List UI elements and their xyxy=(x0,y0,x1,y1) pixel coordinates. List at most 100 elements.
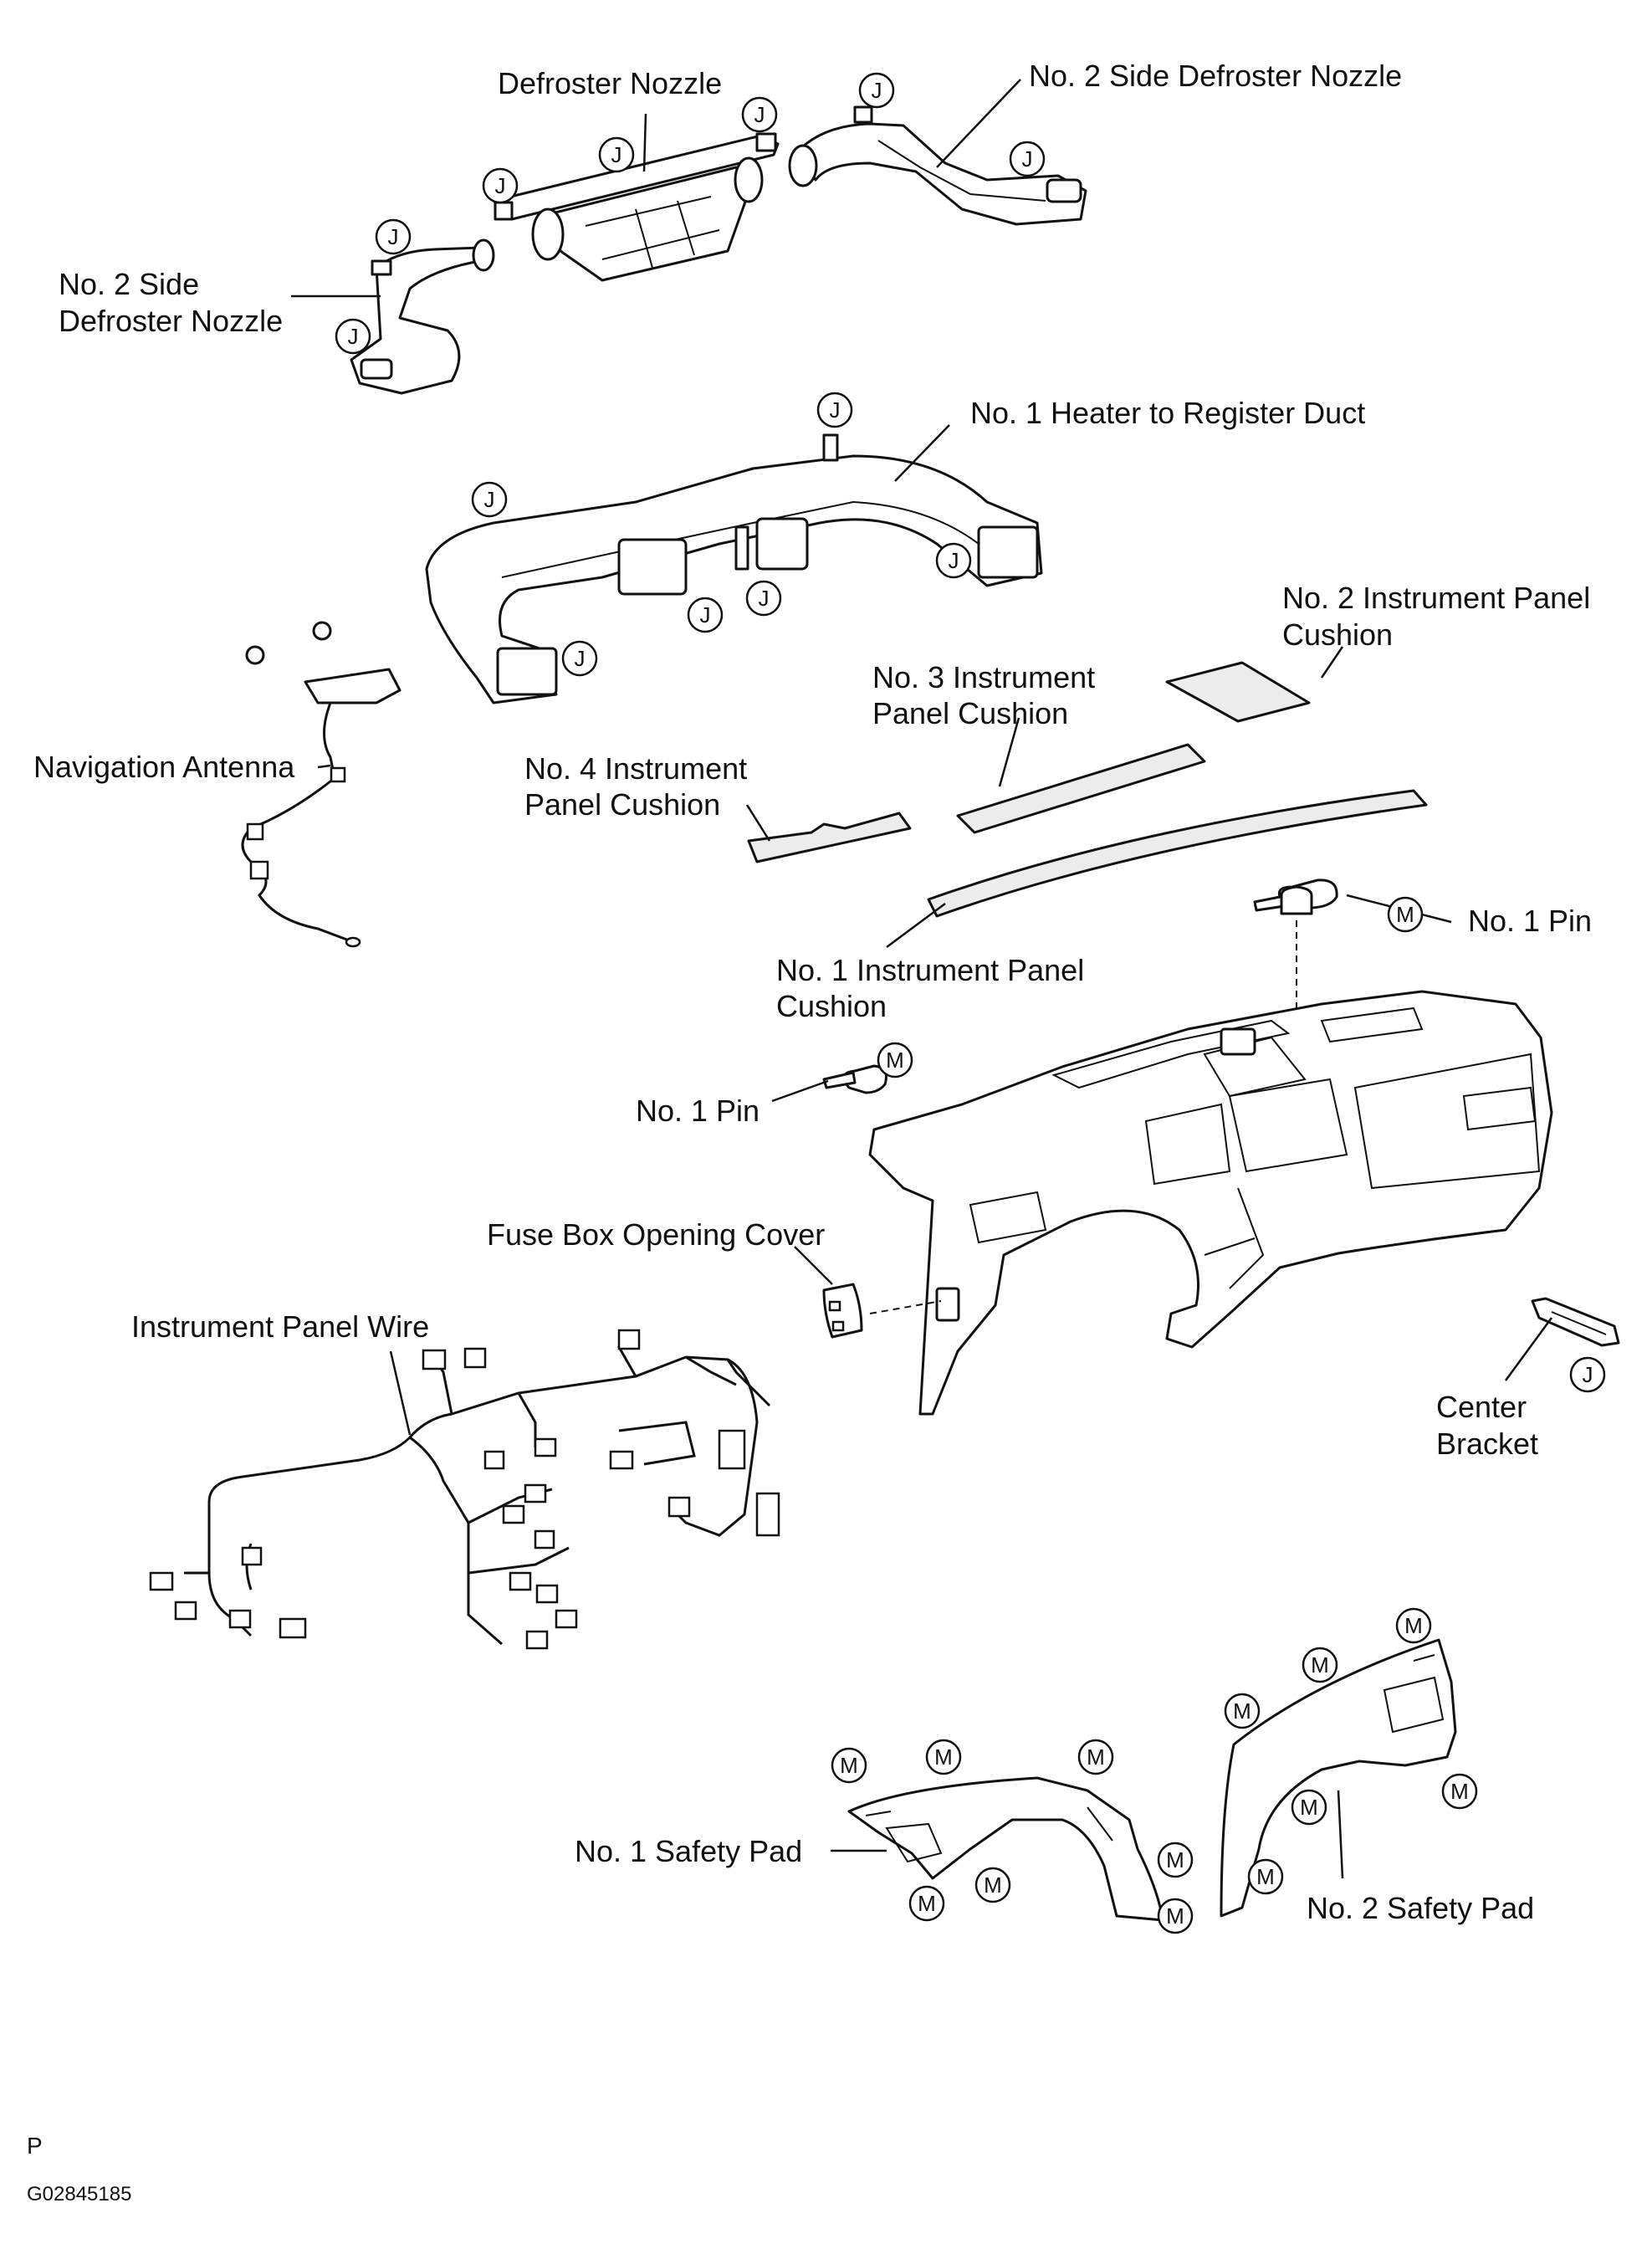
svg-text:J: J xyxy=(754,102,765,127)
no1-safety-pad-part xyxy=(847,1776,1164,1922)
label-center-bracket-line2: Bracket xyxy=(1436,1427,1538,1461)
no2-side-defroster-nozzle-right xyxy=(788,105,1087,226)
label-no2-instrument-panel-cushion-line1: No. 2 Instrument Panel xyxy=(1282,581,1590,615)
label-no3-instrument-panel-cushion-line1: No. 3 Instrument xyxy=(872,660,1095,694)
svg-text:J: J xyxy=(830,397,841,423)
svg-text:J: J xyxy=(484,487,495,512)
svg-text:M: M xyxy=(1087,1744,1105,1770)
label-center-bracket-line1: Center xyxy=(1436,1390,1527,1424)
marker-j: J xyxy=(741,96,778,133)
instrument-panel-wire-part xyxy=(149,1329,780,1650)
svg-text:J: J xyxy=(759,586,770,611)
no1-pin-left-part xyxy=(822,1064,887,1094)
marker-j: J xyxy=(471,481,508,518)
marker-j: J xyxy=(935,542,972,579)
marker-m: M xyxy=(1395,1607,1432,1644)
no2-side-defroster-nozzle-left xyxy=(350,238,495,395)
marker-m: M xyxy=(1077,1739,1114,1775)
label-no2-side-defroster-nozzle-left-line2: Defroster Nozzle xyxy=(59,304,283,338)
svg-text:M: M xyxy=(1166,1847,1184,1872)
label-navigation-antenna: Navigation Antenna xyxy=(33,750,295,784)
marker-j: J xyxy=(1009,141,1046,177)
label-no2-safety-pad: No. 2 Safety Pad xyxy=(1307,1891,1534,1925)
marker-m: M xyxy=(974,1867,1011,1903)
instrument-panel-part xyxy=(868,990,1553,1416)
marker-j: J xyxy=(687,597,724,633)
svg-text:M: M xyxy=(1311,1652,1329,1678)
svg-text:M: M xyxy=(886,1048,904,1073)
svg-text:J: J xyxy=(611,142,622,167)
no1-instrument-panel-cushion-part xyxy=(927,789,1428,918)
center-bracket-part xyxy=(1531,1297,1620,1347)
label-no2-instrument-panel-cushion-line2: Cushion xyxy=(1282,617,1393,652)
no1-heater-to-register-duct-part xyxy=(425,433,1043,704)
label-no4-instrument-panel-cushion-line1: No. 4 Instrument xyxy=(524,751,747,786)
marker-m: M xyxy=(1224,1693,1261,1729)
svg-text:J: J xyxy=(348,324,359,349)
label-no1-instrument-panel-cushion-line1: No. 1 Instrument Panel xyxy=(776,953,1084,987)
leader-lines xyxy=(291,79,1553,1879)
svg-text:M: M xyxy=(918,1891,936,1916)
svg-text:J: J xyxy=(575,646,586,671)
svg-text:M: M xyxy=(934,1744,953,1770)
marker-j: J xyxy=(561,640,598,677)
svg-text:M: M xyxy=(1166,1903,1184,1929)
navigation-antenna-part xyxy=(241,621,401,948)
svg-text:J: J xyxy=(700,602,711,628)
marker-m: M xyxy=(925,1739,962,1775)
label-no4-instrument-panel-cushion-line2: Panel Cushion xyxy=(524,787,720,822)
marker-m: M xyxy=(831,1747,867,1784)
footer-letter: P xyxy=(27,2133,43,2159)
label-instrument-panel-wire: Instrument Panel Wire xyxy=(131,1309,429,1344)
svg-text:J: J xyxy=(495,173,506,198)
svg-text:J: J xyxy=(388,224,399,249)
svg-text:J: J xyxy=(872,78,882,103)
label-no1-pin-left: No. 1 Pin xyxy=(636,1094,760,1128)
fuse-cover-guide-line xyxy=(869,1300,942,1314)
marker-m: M xyxy=(908,1885,945,1922)
svg-text:J: J xyxy=(949,548,959,573)
no3-instrument-panel-cushion-part xyxy=(956,743,1206,834)
label-fuse-box-opening-cover: Fuse Box Opening Cover xyxy=(487,1217,825,1252)
marker-m: M xyxy=(1387,896,1424,933)
marker-m: M xyxy=(1302,1647,1338,1683)
marker-m: M xyxy=(1247,1858,1284,1895)
no4-instrument-panel-cushion-part xyxy=(747,812,912,863)
label-no3-instrument-panel-cushion-line2: Panel Cushion xyxy=(872,696,1068,730)
footer-figure-code: G02845185 xyxy=(27,2183,131,2205)
fuse-box-opening-cover-part xyxy=(822,1283,863,1339)
marker-m: M xyxy=(877,1042,913,1078)
label-no2-side-defroster-nozzle-left-line1: No. 2 Side xyxy=(59,267,199,301)
svg-text:M: M xyxy=(1404,1613,1423,1638)
clip-j-markers: J J J J J J J J J J J J J J xyxy=(335,72,1606,1393)
marker-m: M xyxy=(1291,1789,1327,1826)
svg-text:M: M xyxy=(1450,1779,1469,1804)
defroster-nozzle-part xyxy=(492,132,780,282)
marker-j: J xyxy=(816,392,853,428)
marker-j: J xyxy=(745,580,782,617)
marker-m: M xyxy=(1157,1842,1194,1878)
svg-text:J: J xyxy=(1583,1362,1593,1387)
marker-j: J xyxy=(482,167,519,204)
marker-m: M xyxy=(1441,1773,1478,1810)
label-no1-instrument-panel-cushion-line2: Cushion xyxy=(776,989,887,1023)
no2-safety-pad-part xyxy=(1220,1638,1457,1918)
marker-j: J xyxy=(598,136,635,173)
label-no1-safety-pad: No. 1 Safety Pad xyxy=(575,1834,802,1868)
marker-j: J xyxy=(335,318,371,355)
svg-text:M: M xyxy=(1396,902,1414,927)
marker-j: J xyxy=(858,72,895,109)
svg-text:M: M xyxy=(1233,1698,1251,1724)
svg-text:M: M xyxy=(1256,1864,1275,1889)
marker-m: M xyxy=(1157,1898,1194,1934)
svg-text:M: M xyxy=(984,1872,1002,1898)
label-no2-side-defroster-nozzle-right: No. 2 Side Defroster Nozzle xyxy=(1029,59,1402,93)
no2-instrument-panel-cushion-part xyxy=(1165,661,1311,723)
label-defroster-nozzle: Defroster Nozzle xyxy=(498,66,722,100)
label-no1-heater-to-register-duct: No. 1 Heater to Register Duct xyxy=(970,396,1365,430)
svg-text:J: J xyxy=(1022,146,1033,172)
svg-text:M: M xyxy=(840,1753,858,1778)
label-no1-pin-right: No. 1 Pin xyxy=(1468,904,1592,938)
clip-m-markers: M M M M M M M M M M M M M M M xyxy=(831,896,1478,1934)
